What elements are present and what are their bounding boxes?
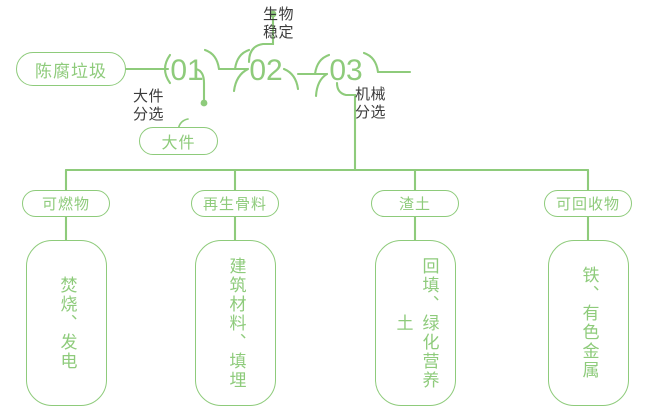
outcome-box-slag-soil[interactable]: 回填、绿化营养土 <box>375 240 456 406</box>
node-bulky-output[interactable]: 大件 <box>139 127 218 155</box>
stage-number-01[interactable]: 01 <box>170 54 204 87</box>
category-pill-recyclables[interactable]: 可回收物 <box>544 190 632 217</box>
stage-number-03[interactable]: 03 <box>329 54 363 87</box>
edge-03-to-bus <box>335 81 357 172</box>
category-pill-slag-soil[interactable]: 渣土 <box>371 190 459 217</box>
outcome-text-slag-soil: 回填、绿化营养土 <box>393 256 439 390</box>
node-root-waste[interactable]: 陈腐垃圾 <box>16 52 126 86</box>
note-stage-03-mechanical-sorting: 机械 分选 <box>355 86 387 121</box>
outcome-box-recycled-aggregate[interactable]: 建筑材料、填埋 <box>195 240 276 406</box>
note-stage-01-bulky-sorting: 大件 分选 <box>133 88 165 123</box>
outcome-box-combustibles[interactable]: 焚烧、发电 <box>26 240 107 406</box>
outcome-text-combustibles: 焚烧、发电 <box>57 275 77 371</box>
outcome-text-recycled-aggregate: 建筑材料、填埋 <box>226 256 246 390</box>
note-stage-02-bio-stabilization: 生物 稳定 <box>263 6 295 41</box>
dot-bulky-branch <box>200 99 208 107</box>
category-pill-recycled-aggregate[interactable]: 再生骨料 <box>191 190 279 217</box>
outcome-box-recyclables[interactable]: 铁、有色金属 <box>548 240 629 406</box>
outcome-text-recyclables: 铁、有色金属 <box>579 266 599 380</box>
stage-number-02[interactable]: 02 <box>249 54 283 87</box>
category-pill-combustibles[interactable]: 可燃物 <box>22 190 110 217</box>
